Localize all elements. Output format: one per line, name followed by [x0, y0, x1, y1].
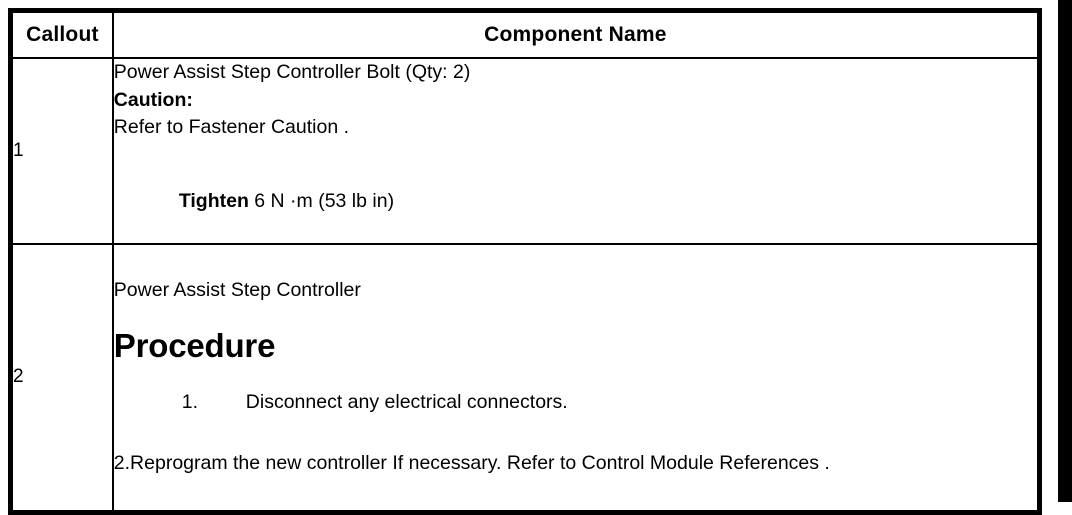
callout-number-1: 1 — [9, 56, 114, 246]
caution-label: Caution: — [113, 88, 193, 111]
callout-number-2: 2 — [9, 243, 114, 514]
component-cell-2: Power Assist Step Controller Procedure 1… — [111, 243, 1041, 514]
line-spacer — [114, 440, 1037, 450]
step-number: 1. — [181, 390, 199, 413]
page-edge-artifact — [1058, 0, 1072, 502]
column-header-component-name: Component Name — [111, 9, 1041, 59]
list-item: 1. Disconnect any electrical connectors. — [114, 389, 1037, 417]
column-header-callout: Callout — [9, 9, 114, 59]
table-row: 1 Power Assist Step Controller Bolt (Qty… — [9, 56, 1041, 246]
component-cell-1: Power Assist Step Controller Bolt (Qty: … — [111, 56, 1041, 246]
table-header-row: Callout Component Name — [9, 9, 1041, 59]
step-text: Disconnect any electrical connectors. — [245, 390, 568, 413]
component-title-2: Power Assist Step Controller — [113, 278, 361, 301]
torque-specification: Tighten 6 N ·m (53 lb in) — [114, 160, 1037, 243]
torque-label: Tighten — [178, 189, 249, 212]
procedure-step-list: 1. Disconnect any electrical connectors. — [114, 389, 1037, 417]
line-spacer — [114, 304, 1037, 328]
procedure-heading: Procedure — [113, 327, 276, 365]
torque-value: 6 N ·m (53 lb in) — [248, 189, 395, 212]
caution-reference-text: Refer to Fastener Caution . — [113, 116, 349, 139]
document-page: Callout Component Name 1 Power Assist St… — [8, 0, 1072, 515]
line-spacer — [114, 416, 1037, 440]
procedure-final-note: 2.Reprogram the new controller If necess… — [113, 452, 830, 475]
component-title-1: Power Assist Step Controller Bolt (Qty: … — [113, 61, 471, 83]
component-table: Callout Component Name 1 Power Assist St… — [8, 8, 1042, 515]
line-spacer — [114, 142, 1037, 160]
line-spacer — [114, 365, 1037, 389]
table-row: 2 Power Assist Step Controller Procedure… — [9, 243, 1041, 514]
